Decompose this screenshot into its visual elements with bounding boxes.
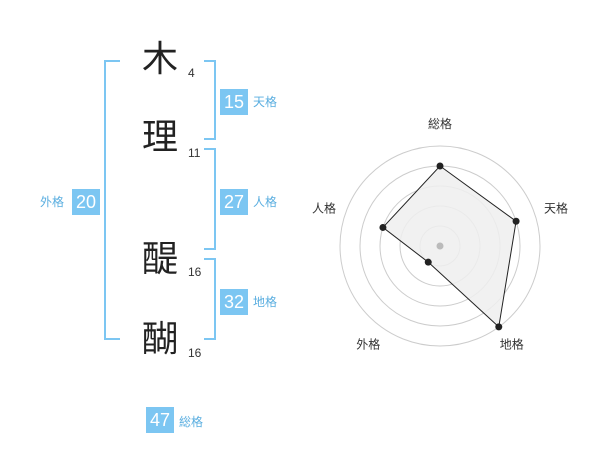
tenkaku-label: 天格	[253, 95, 278, 109]
stroke-count-4: 16	[188, 346, 202, 360]
stroke-count-1: 4	[188, 66, 195, 80]
jinkaku-badge: 27	[220, 189, 248, 215]
radar-axis-label-1: 総格	[428, 116, 452, 131]
radar-point-1	[436, 162, 444, 170]
radar-center-point	[436, 242, 444, 250]
tenkaku-bracket	[204, 60, 216, 140]
radar-point-5	[379, 223, 387, 231]
name-char-1: 木	[142, 39, 179, 80]
stroke-count-3: 16	[188, 265, 202, 279]
chikaku-bracket	[204, 258, 216, 340]
soukaku-badge: 47	[146, 407, 174, 433]
gaikaku-badge: 20	[72, 189, 100, 215]
name-char-3: 醍	[142, 239, 179, 280]
name-char-4: 醐	[142, 319, 179, 360]
stroke-count-2: 11	[188, 146, 201, 160]
jinkaku-label: 人格	[253, 195, 278, 209]
jinkaku-bracket	[204, 148, 216, 250]
chikaku-label: 地格	[253, 295, 278, 309]
chikaku-badge: 32	[220, 289, 248, 315]
tenkaku-badge: 15	[220, 89, 248, 115]
radar-axis-label-5: 人格	[312, 200, 336, 215]
gaikaku-label: 外格	[40, 195, 65, 209]
radar-grid-ring	[339, 145, 541, 347]
radar-axis-label-4: 外格	[356, 337, 380, 352]
radar-point-3	[495, 323, 503, 331]
name-char-2: 理	[142, 117, 179, 158]
radar-point-2	[512, 217, 520, 225]
soukaku-label: 総格	[179, 415, 204, 429]
radar-axis-label-2: 天格	[544, 200, 568, 215]
radar-point-4	[424, 258, 432, 266]
radar-series-polygon	[382, 165, 517, 328]
radar-axis-label-3: 地格	[500, 337, 524, 352]
gaikaku-bracket	[104, 60, 120, 340]
